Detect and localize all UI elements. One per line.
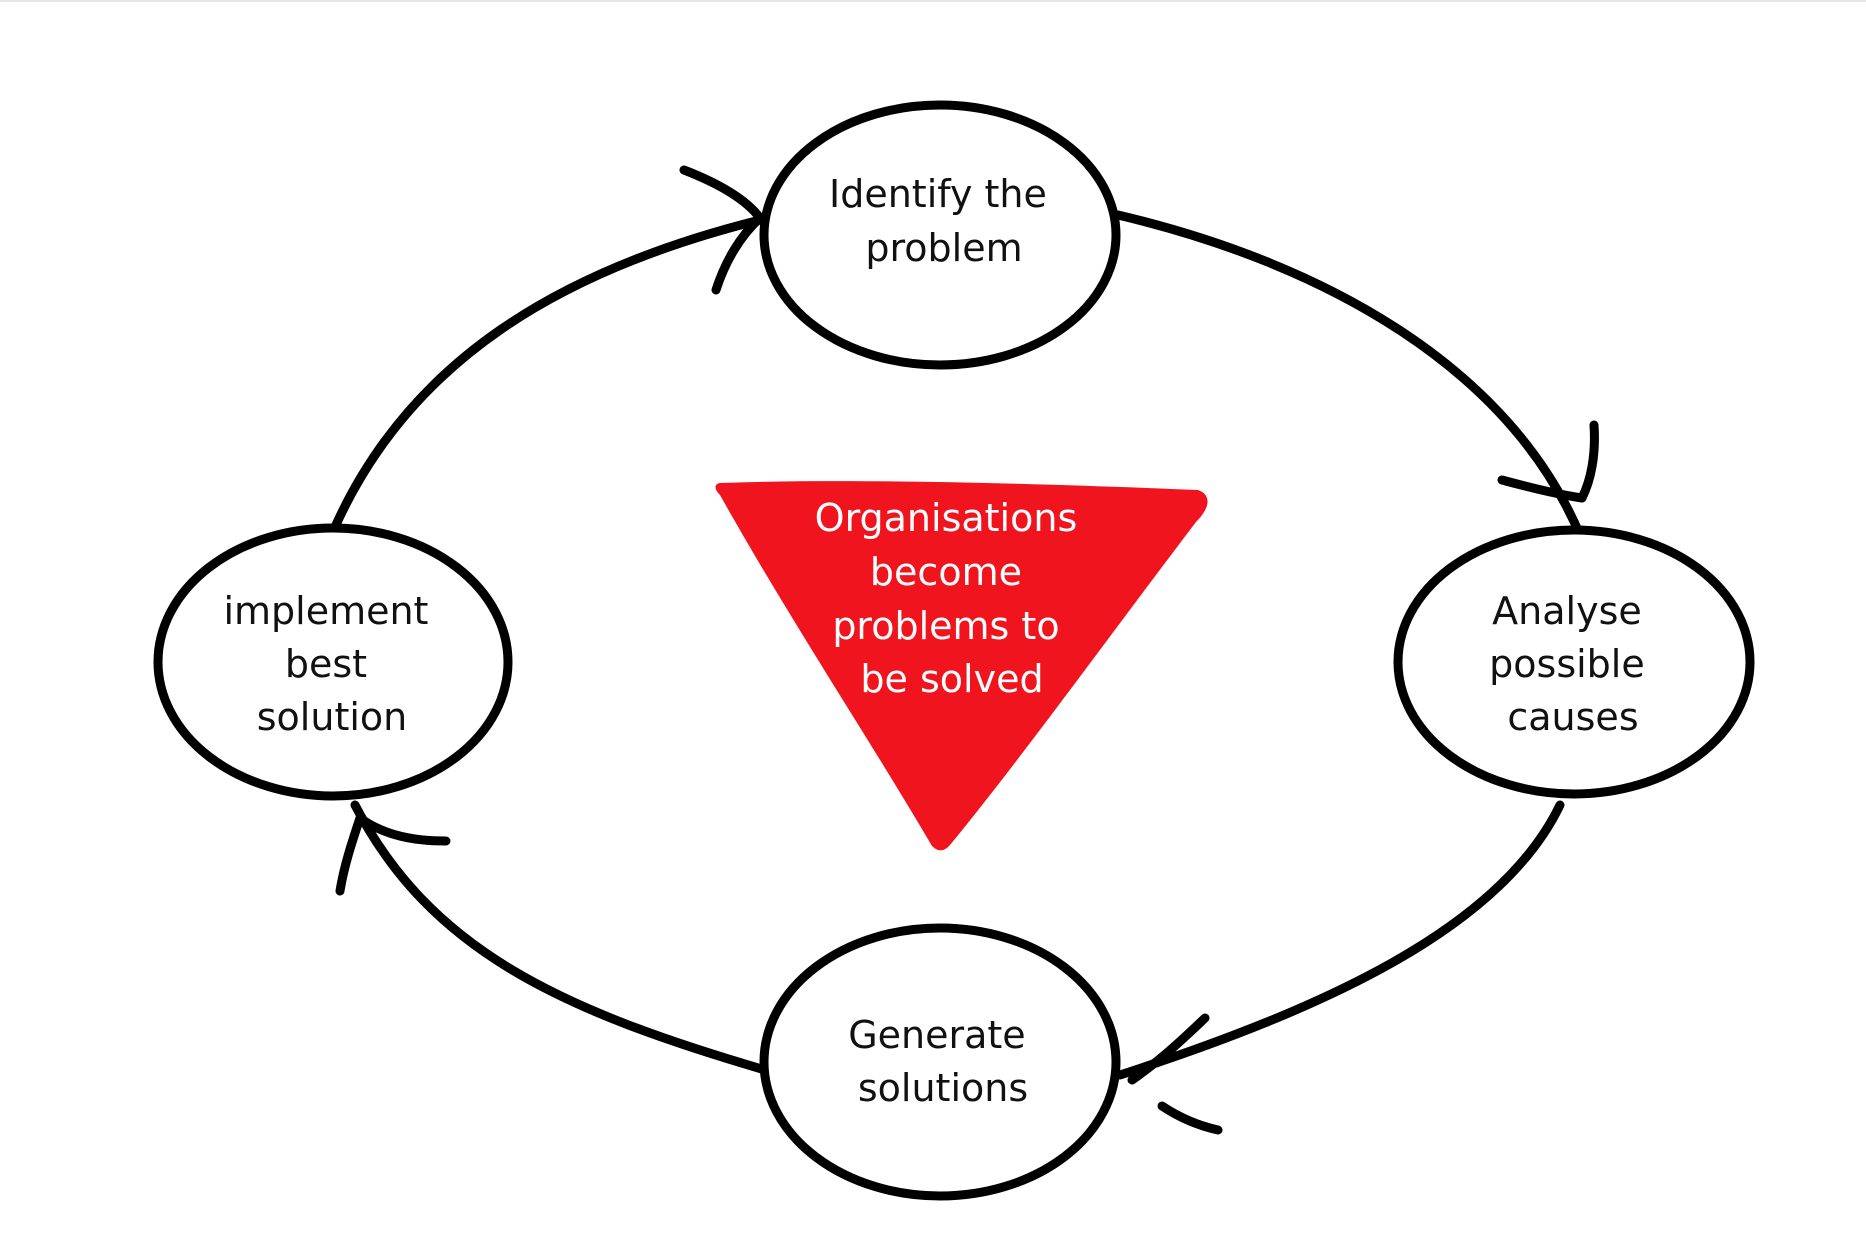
center-label-line: Organisations: [815, 496, 1078, 540]
node-analyse-ellipse: [1393, 525, 1755, 799]
center-label-line: become: [870, 550, 1022, 594]
node-implement-ellipse: [153, 523, 513, 801]
center-label-line: be solved: [860, 657, 1043, 701]
node-analyse-label: Analyse possible causes: [1489, 589, 1657, 739]
node-label-line: Identify the: [829, 172, 1047, 216]
node-label-line: solutions: [858, 1066, 1028, 1110]
arrowhead-into-identify: [679, 165, 765, 295]
arrowhead-into-generate: [1127, 1013, 1210, 1085]
center-label-line: problems to: [832, 604, 1059, 648]
node-label-line: solution: [257, 695, 407, 739]
node-label-line: Analyse: [1492, 589, 1642, 633]
node-implement-solution: implement best solution: [153, 523, 513, 801]
node-label-line: best: [285, 642, 367, 686]
top-border: [0, 0, 1866, 2]
node-generate-ellipse: [759, 923, 1121, 1201]
node-generate-label: Generate solutions: [848, 1013, 1038, 1110]
arc-identify-to-analyse: [1113, 210, 1585, 540]
node-implement-label: implement best solution: [223, 589, 440, 739]
arc-implement-to-identify: [330, 215, 765, 532]
arrowhead-tail-generate: [1157, 1101, 1223, 1135]
node-identify-ellipse: [759, 100, 1121, 370]
node-analyse-causes: Analyse possible causes: [1393, 525, 1755, 799]
node-label-line: problem: [865, 226, 1022, 270]
node-label-line: possible: [1489, 642, 1645, 686]
node-identify-problem: Identify the problem: [759, 100, 1121, 370]
node-generate-solutions: Generate solutions: [759, 923, 1121, 1201]
center-triangle: [715, 481, 1208, 851]
node-identify-label: Identify the problem: [829, 172, 1059, 270]
node-label-line: causes: [1507, 695, 1638, 739]
center-label: Organisations become problems to be solv…: [815, 496, 1090, 701]
node-label-line: Generate: [848, 1013, 1025, 1057]
arrowhead-into-analyse: [1497, 420, 1599, 503]
arc-generate-to-implement: [350, 800, 770, 1075]
arc-analyse-to-generate: [1115, 800, 1565, 1080]
node-label-line: implement: [223, 589, 428, 633]
arrowhead-into-implement: [335, 813, 451, 896]
